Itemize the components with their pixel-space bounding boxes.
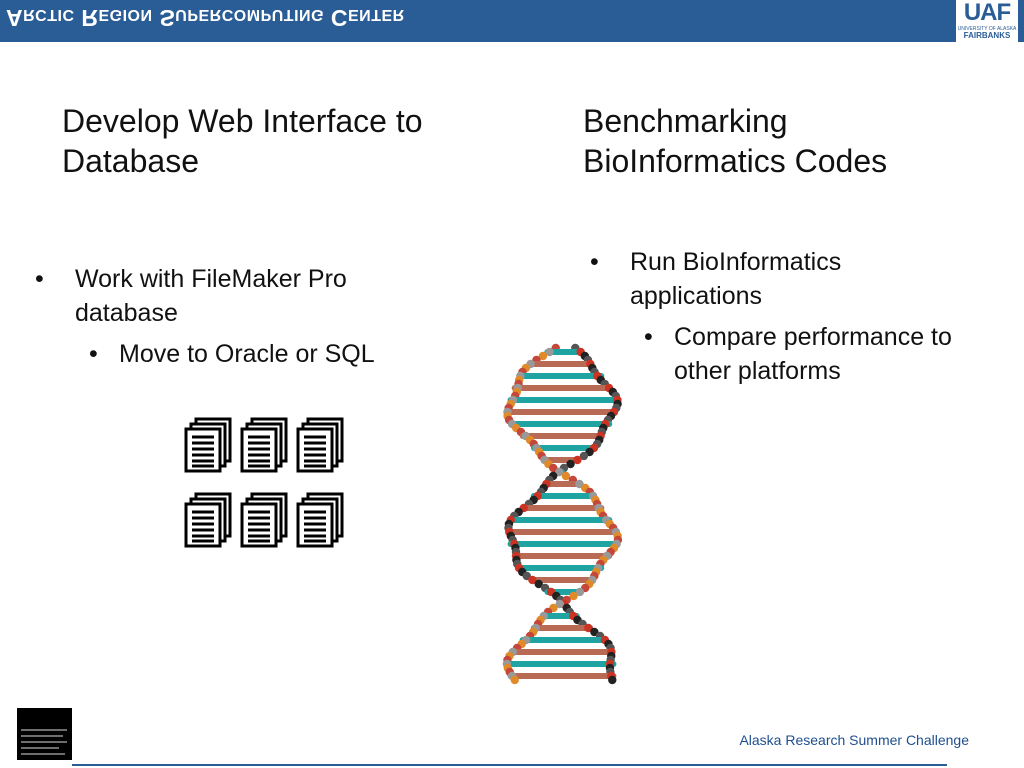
right-heading: Benchmarking BioInformatics Codes (583, 103, 888, 179)
bullet-icon: • (35, 265, 44, 293)
header-banner: Arctic Region Supercomputing Center UAF … (0, 0, 1024, 42)
logo-mark: UAF (963, 0, 1011, 26)
footer-logo-icon (17, 708, 72, 760)
left-bullet: • Work with FileMaker Pro database (35, 262, 435, 330)
dna-helix (502, 343, 623, 685)
documents-grid (184, 417, 344, 548)
right-sub-bullet: • Compare performance to other platforms (644, 320, 974, 388)
footer-logo-box (17, 708, 72, 760)
right-bullet: • Run BioInformatics applications (590, 245, 950, 313)
left-heading: Develop Web Interface to Database (62, 103, 423, 179)
footer-text: Alaska Research Summer Challenge (739, 732, 969, 748)
banner-title: Arctic Region Supercomputing Center (6, 5, 405, 31)
footer-divider (72, 764, 947, 766)
logo-university: UNIVERSITY OF ALASKA (957, 26, 1017, 32)
uaf-logo: UAF UNIVERSITY OF ALASKA FAIRBANKS (956, 0, 1018, 42)
right-sub-bullet-text: Compare performance to other platforms (674, 323, 952, 385)
dna-double-helix-image (487, 340, 637, 690)
logo-fairbanks: FAIRBANKS (963, 31, 1011, 40)
left-sub-bullet-text: Move to Oracle or SQL (119, 340, 375, 368)
bullet-icon: • (644, 323, 653, 351)
bullet-icon: • (89, 340, 98, 368)
left-bullet-text: Work with FileMaker Pro database (75, 265, 347, 327)
left-sub-bullet: • Move to Oracle or SQL (89, 337, 439, 371)
database-documents-icon (184, 416, 354, 556)
right-bullet-text: Run BioInformatics applications (630, 248, 842, 310)
bullet-icon: • (590, 248, 599, 276)
